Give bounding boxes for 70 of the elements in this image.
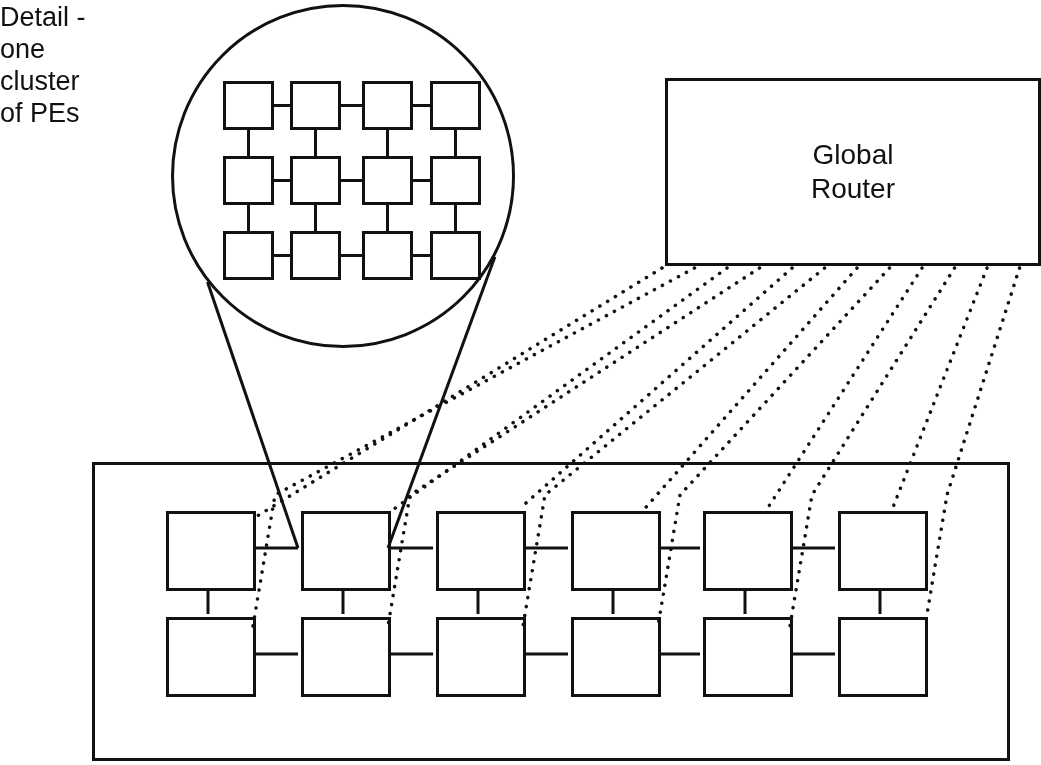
dotted-line — [643, 266, 859, 510]
magnifier-line — [206, 281, 300, 549]
processing-element-box — [571, 511, 661, 591]
dotted-line — [765, 266, 924, 510]
processing-element-box — [703, 617, 793, 697]
connector-line — [274, 104, 290, 107]
connector-line — [878, 588, 882, 614]
processing-element-box — [430, 231, 481, 280]
connector-line — [790, 546, 835, 550]
caption-text: Detail - one cluster of PEs — [0, 2, 87, 130]
connector-line — [658, 546, 700, 550]
processing-element-box — [223, 231, 274, 280]
connector-line — [253, 546, 298, 550]
connector-line — [523, 652, 568, 656]
connector-line — [341, 588, 345, 614]
connector-line — [314, 205, 317, 231]
connector-line — [341, 104, 362, 107]
connector-line — [253, 652, 298, 656]
router-box — [665, 78, 1041, 266]
cluster-array-box — [92, 462, 1010, 761]
connector-line — [247, 205, 250, 231]
connector-line — [388, 652, 433, 656]
connector-line — [413, 104, 430, 107]
connector-line — [658, 652, 700, 656]
processing-element-box — [362, 231, 413, 280]
dotted-line — [890, 266, 989, 510]
processing-element-box — [301, 511, 391, 591]
processing-element-box — [223, 156, 274, 205]
processing-element-box — [301, 617, 391, 697]
processing-element-box — [838, 511, 928, 591]
magnifier-circle — [171, 4, 515, 348]
connector-line — [413, 179, 430, 182]
processing-element-box — [290, 231, 341, 280]
connector-line — [386, 205, 389, 231]
connector-line — [523, 546, 568, 550]
dotted-line — [251, 266, 697, 628]
processing-element-box — [166, 617, 256, 697]
connector-line — [413, 254, 430, 257]
processing-element-box — [571, 617, 661, 697]
processing-element-box — [703, 511, 793, 591]
dotted-line — [788, 266, 957, 628]
processing-element-box — [223, 81, 274, 130]
connector-line — [341, 179, 362, 182]
processing-element-box — [436, 511, 526, 591]
processing-element-box — [436, 617, 526, 697]
processing-element-box — [430, 156, 481, 205]
connector-line — [206, 588, 210, 614]
connector-line — [386, 130, 389, 156]
connector-line — [743, 588, 747, 614]
connector-line — [274, 254, 290, 257]
magnifier-line — [386, 256, 497, 549]
connector-line — [454, 130, 457, 156]
connector-line — [454, 205, 457, 231]
processing-element-box — [362, 156, 413, 205]
processing-element-box — [166, 511, 256, 591]
connector-line — [790, 652, 835, 656]
processing-element-box — [290, 81, 341, 130]
connector-line — [274, 179, 290, 182]
node-label: Global Router — [809, 138, 896, 206]
connector-line — [341, 254, 362, 257]
processing-element-box — [362, 81, 413, 130]
processing-element-box — [430, 81, 481, 130]
connector-line — [611, 588, 615, 614]
connector-line — [476, 588, 480, 614]
connector-line — [388, 546, 433, 550]
processing-element-box — [838, 617, 928, 697]
connector-line — [314, 130, 317, 156]
connector-line — [247, 130, 250, 156]
processing-element-box — [290, 156, 341, 205]
dotted-line — [521, 266, 827, 628]
